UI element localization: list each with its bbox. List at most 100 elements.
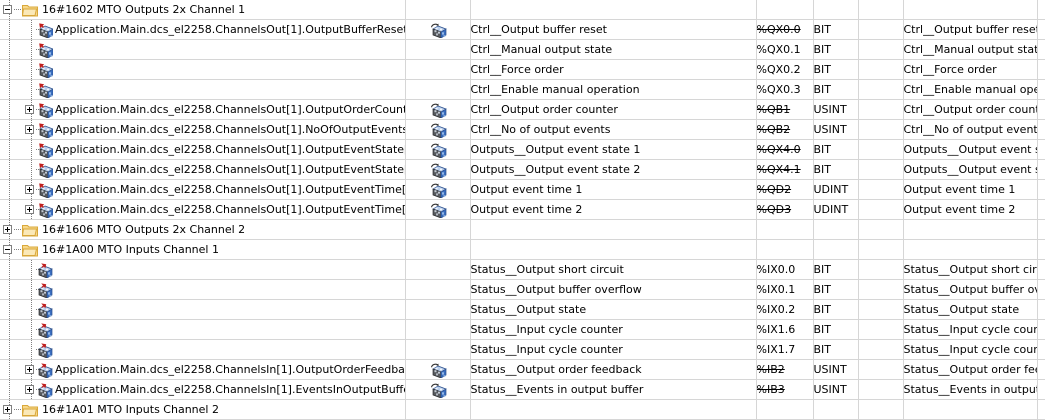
mapping-cell[interactable] xyxy=(405,0,471,21)
input-variable-cube-icon xyxy=(38,363,53,379)
table-row[interactable]: Application.Main.dcs_el2258.ChannelsIn[1… xyxy=(0,379,1045,401)
variable-cell[interactable]: Application.Main.dcs_el2258.ChannelsOut[… xyxy=(0,99,406,121)
variable-cell[interactable] xyxy=(0,279,406,301)
unit-cell xyxy=(858,39,904,61)
table-row[interactable]: Application.Main.dcs_el2258.ChannelsOut[… xyxy=(0,119,1045,141)
variable-cell[interactable] xyxy=(0,259,406,281)
table-row[interactable]: Application.Main.dcs_el2258.ChannelsOut[… xyxy=(0,199,1045,221)
tree-group-row[interactable]: 16#1A01 MTO Inputs Channel 2 xyxy=(0,399,1045,420)
expander-collapse-icon[interactable] xyxy=(3,5,12,15)
variable-cell[interactable]: Application.Main.dcs_el2258.ChannelsOut[… xyxy=(0,119,406,141)
variable-cell[interactable]: Application.Main.dcs_el2258.ChannelsOut[… xyxy=(0,19,406,41)
variable-cell[interactable] xyxy=(0,79,406,101)
mapping-cell[interactable] xyxy=(405,319,471,341)
address-cell xyxy=(756,219,814,241)
expander-collapse-icon[interactable] xyxy=(3,245,12,255)
unit-cell xyxy=(858,319,904,341)
mapping-cell[interactable] xyxy=(405,119,471,141)
table-row[interactable]: Application.Main.dcs_el2258.ChannelsOut[… xyxy=(0,159,1045,181)
expander-expand-icon[interactable] xyxy=(25,205,34,215)
expander-expand-icon[interactable] xyxy=(3,225,12,235)
expander-expand-icon[interactable] xyxy=(25,105,34,115)
unit-cell xyxy=(858,0,904,21)
variable-cell[interactable]: 16#1602 MTO Outputs 2x Channel 1 xyxy=(0,0,406,21)
variable-cell[interactable]: 16#1A01 MTO Inputs Channel 2 xyxy=(0,399,406,420)
mapping-cell[interactable] xyxy=(405,199,471,221)
variable-cell[interactable] xyxy=(0,319,406,341)
table-row[interactable]: Application.Main.dcs_el2258.ChannelsOut[… xyxy=(0,179,1045,201)
mapping-cell[interactable] xyxy=(405,379,471,401)
variable-cell[interactable]: Application.Main.dcs_el2258.ChannelsIn[1… xyxy=(0,359,406,381)
expander-expand-icon[interactable] xyxy=(25,385,34,395)
type-cell xyxy=(813,239,859,261)
channel-cell: Outputs__Output event state 2 xyxy=(470,159,757,181)
mapping-cell[interactable] xyxy=(405,219,471,241)
mapping-cell[interactable] xyxy=(405,279,471,301)
table-row[interactable]: Application.Main.dcs_el2258.ChannelsOut[… xyxy=(0,139,1045,161)
mapping-cell[interactable] xyxy=(405,359,471,381)
expander-expand-icon[interactable] xyxy=(3,405,12,415)
mapping-cell[interactable] xyxy=(405,19,471,41)
address-cell: %QX0.0 xyxy=(756,19,814,41)
folder-icon xyxy=(21,224,38,237)
mapping-cell[interactable] xyxy=(405,179,471,201)
variable-cell[interactable] xyxy=(0,39,406,61)
row-end-spacer xyxy=(1037,179,1045,201)
channel-cell: Status__Events in output buffer xyxy=(470,379,757,401)
mapping-cell[interactable] xyxy=(405,339,471,361)
variable-cell[interactable]: 16#1606 MTO Outputs 2x Channel 2 xyxy=(0,219,406,241)
row-end-spacer xyxy=(1037,139,1045,161)
input-variable-cube-icon xyxy=(38,303,53,319)
tree-group-row[interactable]: 16#1A00 MTO Inputs Channel 1 xyxy=(0,239,1045,261)
mapping-cell[interactable] xyxy=(405,239,471,261)
expander-expand-icon[interactable] xyxy=(25,125,34,135)
mapping-cell[interactable] xyxy=(405,59,471,81)
table-row[interactable]: Application.Main.dcs_el2258.ChannelsOut[… xyxy=(0,99,1045,121)
mapping-cell[interactable] xyxy=(405,39,471,61)
variable-name: Application.Main.dcs_el2258.ChannelsIn[1… xyxy=(55,363,405,377)
expander-expand-icon[interactable] xyxy=(25,185,34,195)
tree-group-row[interactable]: 16#1602 MTO Outputs 2x Channel 1 xyxy=(0,0,1045,21)
channel-cell: Status__Output state xyxy=(470,299,757,321)
channel-cell: Output event time 2 xyxy=(470,199,757,221)
unit-cell xyxy=(858,219,904,241)
folder-icon xyxy=(21,4,38,17)
variable-cell[interactable]: Application.Main.dcs_el2258.ChannelsOut[… xyxy=(0,139,406,161)
variable-cell[interactable]: Application.Main.dcs_el2258.ChannelsOut[… xyxy=(0,199,406,221)
variable-cell[interactable] xyxy=(0,339,406,361)
tree-node xyxy=(0,80,404,99)
expander-expand-icon[interactable] xyxy=(25,365,34,375)
table-row[interactable]: Application.Main.dcs_el2258.ChannelsOut[… xyxy=(0,19,1045,41)
mapping-cell[interactable] xyxy=(405,399,471,420)
variable-cell[interactable] xyxy=(0,59,406,81)
variable-cell[interactable]: Application.Main.dcs_el2258.ChannelsIn[1… xyxy=(0,379,406,401)
variable-cell[interactable]: Application.Main.dcs_el2258.ChannelsOut[… xyxy=(0,179,406,201)
mapping-cell[interactable] xyxy=(405,299,471,321)
channel-cell: Status__Input cycle counter xyxy=(470,319,757,341)
type-cell: BIT xyxy=(813,259,859,281)
mapping-cell[interactable] xyxy=(405,159,471,181)
mapping-cell[interactable] xyxy=(405,99,471,121)
description-cell: Status__Output short circuit xyxy=(903,259,1038,281)
mapping-cell[interactable] xyxy=(405,139,471,161)
mapping-cell[interactable] xyxy=(405,259,471,281)
tree-group-row[interactable]: 16#1606 MTO Outputs 2x Channel 2 xyxy=(0,219,1045,241)
description-cell: Ctrl__Force order xyxy=(903,59,1038,81)
table-row[interactable]: Application.Main.dcs_el2258.ChannelsIn[1… xyxy=(0,359,1045,381)
variable-cell[interactable]: 16#1A00 MTO Inputs Channel 1 xyxy=(0,239,406,261)
unit-cell xyxy=(858,259,904,281)
tree-rail xyxy=(31,340,32,359)
variable-cell[interactable] xyxy=(0,299,406,321)
type-cell: BIT xyxy=(813,279,859,301)
variable-cell[interactable]: Application.Main.dcs_el2258.ChannelsOut[… xyxy=(0,159,406,181)
mapping-cell[interactable] xyxy=(405,79,471,101)
